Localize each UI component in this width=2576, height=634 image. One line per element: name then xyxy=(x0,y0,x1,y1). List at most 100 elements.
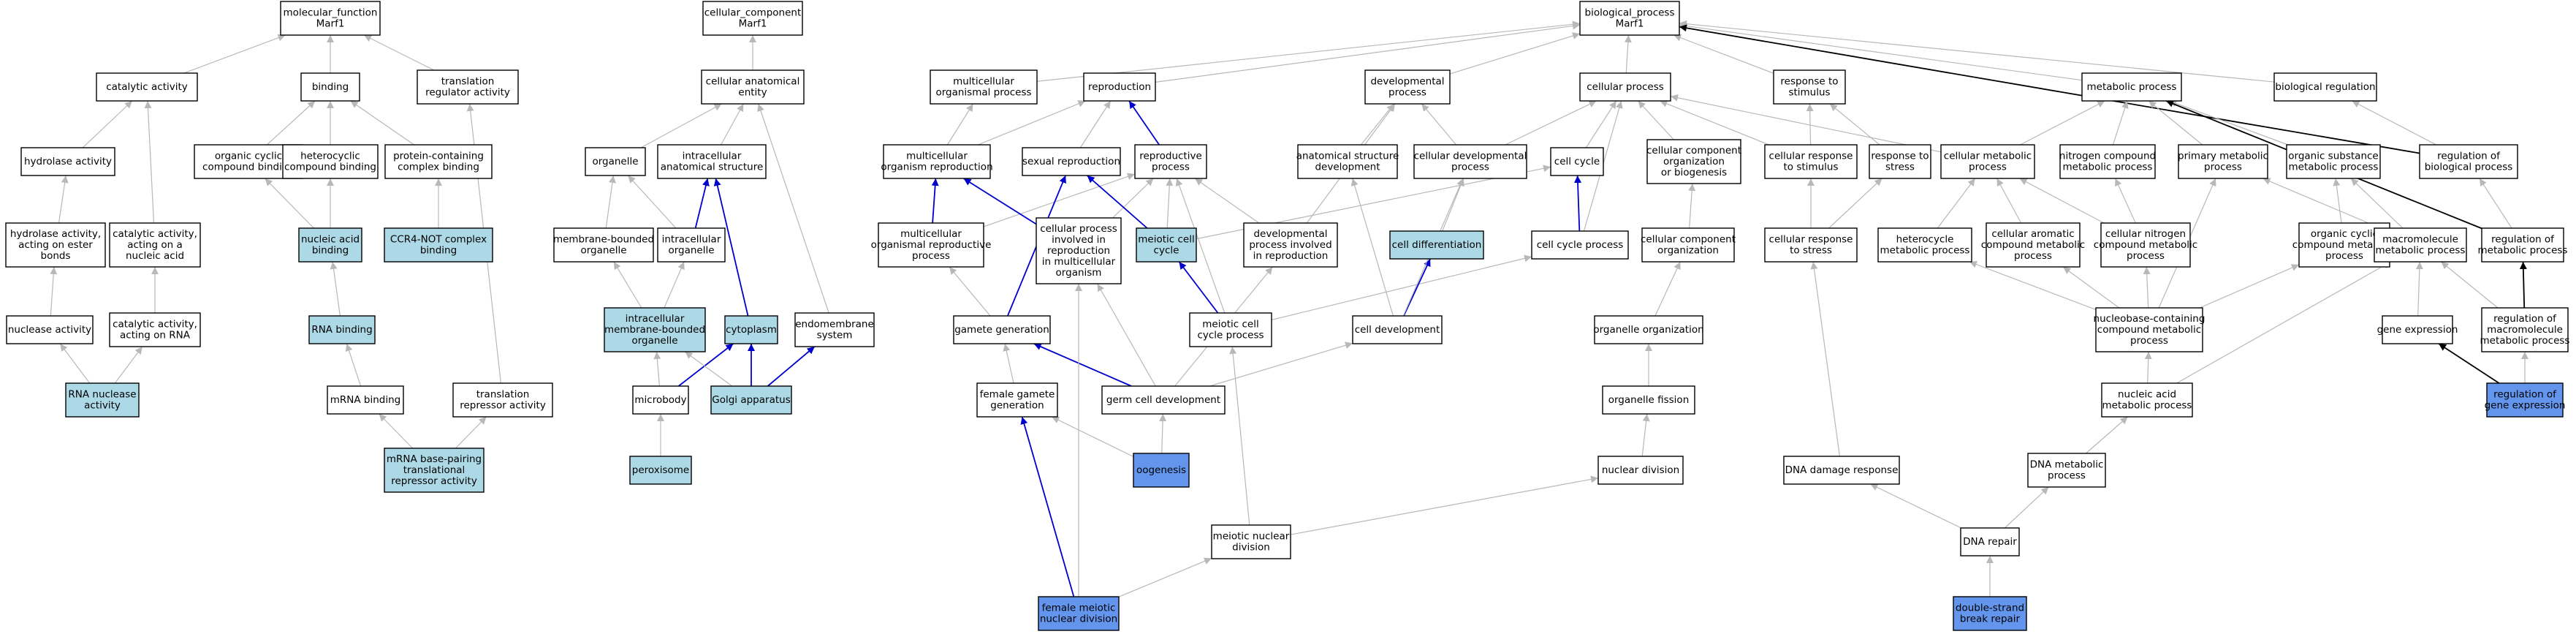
node-box xyxy=(1101,385,1226,415)
node-box xyxy=(2419,144,2518,179)
node-label: nuclease activity xyxy=(8,324,91,336)
node-dnadamage[interactable]: DNA damage response xyxy=(1783,456,1900,485)
node-catrna[interactable]: catalytic activity,acting on RNA xyxy=(109,312,201,347)
node-catalytic[interactable]: catalytic activity xyxy=(96,72,198,102)
node-label: catalytic activity, xyxy=(113,319,197,331)
node-golgi[interactable]: Golgi apparatus xyxy=(710,385,792,415)
node-mrnapair[interactable]: mRNA base-pairingtranslationalrepressor … xyxy=(384,448,485,493)
node-metab[interactable]: metabolic process xyxy=(2081,72,2182,102)
node-cytoplasm[interactable]: cytoplasm xyxy=(724,315,778,344)
node-label: female gamete xyxy=(980,389,1055,401)
node-cellproc[interactable]: cellular process xyxy=(1579,72,1671,102)
node-label: or biogenesis xyxy=(1661,167,1727,178)
node-celldiff[interactable]: cell differentiation xyxy=(1389,230,1484,260)
node-rnabind[interactable]: RNA binding xyxy=(308,315,376,344)
node-microbody[interactable]: microbody xyxy=(632,385,689,415)
node-gamete[interactable]: gamete generation xyxy=(953,315,1051,344)
node-nuclease[interactable]: nuclease activity xyxy=(6,315,94,344)
node-dnarepair[interactable]: DNA repair xyxy=(1960,527,2020,556)
node-label: developmental xyxy=(1253,228,1327,240)
node-bioreg[interactable]: biological regulation xyxy=(2273,72,2377,102)
node-hydrolase[interactable]: hydrolase activity xyxy=(20,147,115,176)
node-nucdiv[interactable]: nuclear division xyxy=(1597,456,1684,485)
node-organelle[interactable]: organelle xyxy=(585,147,646,176)
node-orgorg[interactable]: organelle organization xyxy=(1593,315,1704,344)
node-label: gene expression xyxy=(2485,400,2566,412)
node-celldev[interactable]: cell development xyxy=(1352,315,1443,344)
node-mrnabind[interactable]: mRNA binding xyxy=(327,385,404,415)
node-reproduction[interactable]: reproduction xyxy=(1083,72,1156,102)
node-germdev[interactable]: germ cell development xyxy=(1101,385,1226,415)
node-binding[interactable]: binding xyxy=(300,72,360,102)
node-label: membrane-bounded xyxy=(604,324,705,336)
node-geneexp[interactable]: gene expression xyxy=(2377,315,2458,344)
node-ccproc[interactable]: cell cycle process xyxy=(1531,230,1629,260)
node-label: compound binding xyxy=(202,162,295,173)
edge-bioreg-to-bp xyxy=(1679,20,2275,83)
node-peroxisome[interactable]: peroxisome xyxy=(629,456,692,485)
node-sexrep[interactable]: sexual reproduction xyxy=(1022,147,1121,176)
node-orgfission[interactable]: organelle fission xyxy=(1602,385,1695,415)
node-oogenesis[interactable]: oogenesis xyxy=(1133,453,1190,488)
node-cellcycle[interactable]: cell cycle xyxy=(1550,147,1604,176)
node-box xyxy=(300,72,360,102)
node-label: RNA binding xyxy=(311,324,372,336)
node-label: cellular aromatic xyxy=(1991,228,2074,240)
node-box xyxy=(2178,144,2268,179)
